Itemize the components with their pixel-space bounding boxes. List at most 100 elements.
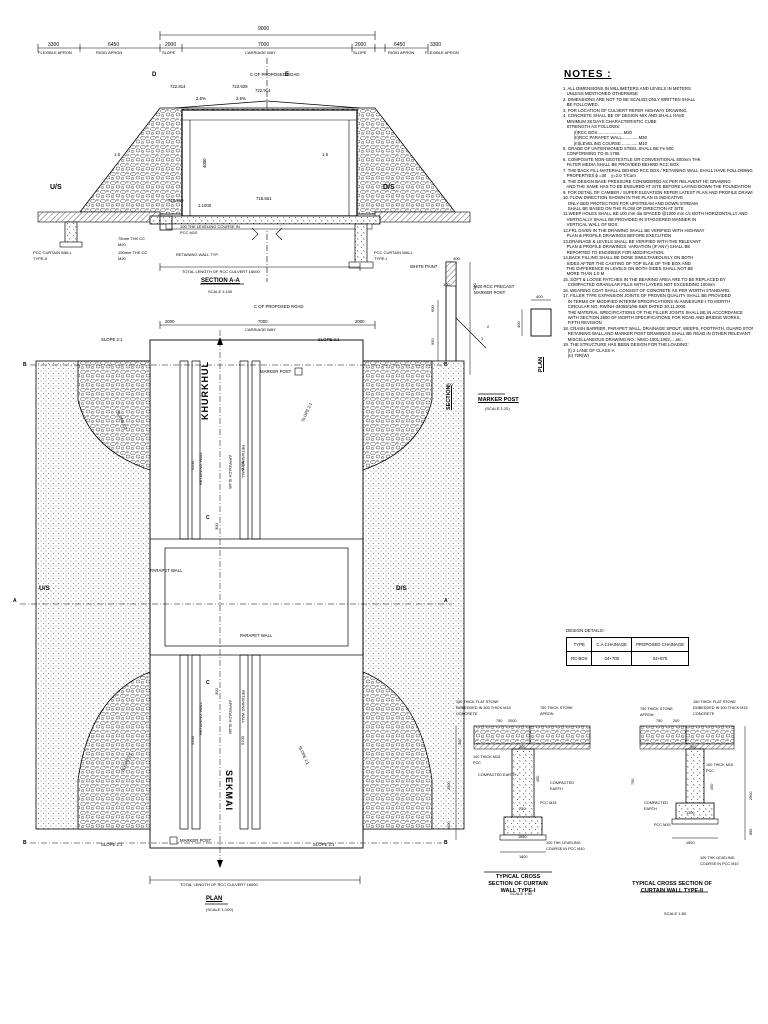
design-details-header: TYPE C.A CHAINAGE PROPOSED CHAINAGE bbox=[565, 637, 690, 652]
dim-4: 7000 bbox=[258, 42, 270, 48]
wall-dim-6: 300 bbox=[214, 688, 219, 695]
precast-marker-post: M20 RCC PRECAST MARKER POST bbox=[474, 284, 515, 295]
dd-header-ca: C.A CHAINAGE bbox=[591, 637, 633, 652]
curtain-wall-2-stem bbox=[685, 748, 705, 804]
note-line: (I)RCC BOX......................M30 bbox=[563, 129, 632, 135]
dd-header-type: TYPE bbox=[565, 637, 593, 652]
retaining-wall-bl: RETAINING WALL bbox=[198, 701, 203, 735]
note-line: 11.WEEP HOLES SHALL BE 100 mm dia SPACED… bbox=[563, 211, 748, 217]
parapet-wall-bot: PARAPET WALL bbox=[240, 633, 273, 638]
note-line: (II)RCC PARAPET WALL..............M30 bbox=[563, 135, 647, 141]
mp-plan-label: PLAN bbox=[538, 357, 544, 372]
plan-ds-label: D/S bbox=[396, 585, 407, 592]
mp-dim-5: 600 bbox=[430, 305, 435, 312]
dim-6: 6450 bbox=[394, 42, 406, 48]
note-line: 14.BACK FILLING SHALL BE DONE SIMULTANEO… bbox=[563, 255, 694, 261]
cw2-dim-8: 2500 bbox=[749, 791, 753, 800]
dim-7: 3300 bbox=[430, 42, 442, 48]
label-flexible-apron-l: FLEXIBLE APRON bbox=[38, 50, 72, 55]
note-line: STRENGTH AS FOLLOWS: bbox=[563, 124, 621, 130]
note-line: PLAN & PROFILE DRAWINGS. VARIATION (IF A… bbox=[563, 244, 691, 250]
marker-d: D bbox=[152, 72, 157, 78]
note-line: 6. COMPOSITE NON-GEOTEXTILE OR CONVENTIO… bbox=[563, 156, 701, 162]
note-line: UNLESS MENTIONED OTHERWISE bbox=[563, 91, 638, 97]
mp-slope-1: 1 bbox=[481, 336, 484, 341]
pitching-bottom-right bbox=[362, 671, 433, 830]
pitching-top-left bbox=[77, 360, 151, 471]
retaining-wall-br: RETAINING WALL bbox=[241, 690, 246, 724]
plan-marker-a-l: A bbox=[13, 598, 17, 604]
rcc-box bbox=[181, 109, 358, 217]
leveling-course: 100 THK LEVELING COURSE IN PCC M10 bbox=[180, 224, 240, 235]
cw1-dim-9: 1800 bbox=[519, 855, 528, 859]
note-line: MINIMUM 28 DAYS CHARACTERISTIC CUBE bbox=[563, 118, 657, 124]
plan-marker-post-bot: MARKER POST bbox=[180, 838, 212, 843]
design-details-table: TYPE C.A CHAINAGE PROPOSED CHAINAGE RC B… bbox=[565, 637, 690, 666]
note-line: BE FOLLOWED. bbox=[563, 102, 599, 108]
notes-title: NOTES : bbox=[564, 69, 612, 80]
cw2-pcc-label: 100 THICK M15 PCC bbox=[706, 763, 734, 773]
note-line: ONLY BED PROTECTION FOR UPSTREAM AND DOW… bbox=[563, 200, 698, 206]
label-flexible-apron-r: FLEXIBLE APRON bbox=[425, 50, 459, 55]
level-3: 722.914 bbox=[255, 88, 271, 93]
plan-slope-br: SLOPE 2:1 bbox=[313, 842, 335, 847]
cw2-stone-label: 150 THICK FLAT STONE EMBEDDED IN 300 THI… bbox=[693, 700, 748, 716]
marker-post-plan bbox=[530, 308, 552, 337]
note-line: PROPERTIES ϕ =30 γ=2.0 T/Cum bbox=[563, 173, 636, 179]
plan-marker-b-tr: B bbox=[444, 362, 448, 368]
plan-cl-road: C OF PROPOSED ROAD bbox=[254, 304, 304, 309]
note-line: 1. ALL DIMENSIONS IN MILLIMETERS AND LEV… bbox=[563, 86, 691, 91]
dd-type: RC BOX bbox=[565, 651, 593, 666]
box-base bbox=[149, 215, 381, 225]
note-line: SIDES AFTER THE CASTING OF TOP SLAB OF T… bbox=[563, 260, 691, 266]
note-line: AND THE SAME HAS TO BE ENSURED AT SITE B… bbox=[563, 184, 751, 190]
note-line: FILTER MEDIA SHALL BE PROVIDED BEHIND RC… bbox=[563, 162, 680, 168]
level-1: 722.914 bbox=[170, 84, 186, 89]
note-line: 10. FLOW DIRECTION SHOWN IN THE PLAN IS … bbox=[563, 195, 683, 201]
cw2-dim-7: 750 bbox=[631, 778, 635, 785]
plan-marker-a-r: A bbox=[444, 598, 448, 604]
note-line: 19. THE STRUCTURE HAS BEEN DESIGN FOR TH… bbox=[563, 342, 689, 348]
design-details-title: DESIGN DETAILS:- bbox=[566, 628, 606, 633]
note-line: 15. SOFT & LOOSE PATCHES IN THE BEARING … bbox=[563, 276, 726, 282]
label-rigid-apron-r: RIGID APRON bbox=[388, 50, 415, 55]
cw1-pcc-m15: PCC M15 bbox=[540, 801, 557, 805]
cw2-title: TYPICAL CROSS SECTION OF CURTAIN WALL TY… bbox=[632, 881, 712, 894]
note-line: RETAINING WALL AND MARKER POST DRAWINGS … bbox=[563, 331, 751, 337]
curtain-wall-right bbox=[354, 223, 368, 265]
cw1-stone-label: 150 THICK FLAT STONE EMBEDDED IN 300 THI… bbox=[456, 700, 511, 716]
note-line: 8. THE DESIGN BASE PRESSURE CONSIDERED A… bbox=[563, 178, 731, 184]
marker-post-scale: (SCALE 1:20) bbox=[485, 406, 510, 411]
cw1-title: TYPICAL CROSS SECTION OF CURTAIN WALL TY… bbox=[488, 874, 548, 894]
section-a-a bbox=[37, 31, 471, 285]
level-4: 718.569 bbox=[168, 198, 184, 203]
camber-right: 2.5% bbox=[236, 96, 246, 101]
us-label-section: U/S bbox=[50, 184, 62, 191]
cw2-dim-3: 300 bbox=[690, 745, 697, 749]
bedding-75: 75mm THK CC M20 bbox=[118, 236, 146, 247]
cw1-dim-1: 750 bbox=[496, 719, 503, 723]
note-line: 4. CONCRETE SHALL BE OF DESIGN MIX AND S… bbox=[563, 113, 685, 119]
note-line: MISCELLANEOUS DRAWING NO.: MISC-1001,100… bbox=[563, 336, 683, 342]
parapet-wall-top: PARAPET WALL bbox=[150, 568, 183, 573]
curtain-wall-type-1 bbox=[455, 725, 591, 873]
plan-view bbox=[20, 321, 465, 905]
slope-left: 1.5 bbox=[114, 152, 120, 157]
note-line: VERTICAL WALL OF BOX. bbox=[563, 222, 619, 228]
dim-3: 2000 bbox=[165, 42, 177, 48]
notes-list: 1. ALL DIMENSIONS IN MILLIMETERS AND LEV… bbox=[563, 86, 753, 359]
cl-proposed-road: C OF PROPOSED ROAD bbox=[250, 72, 300, 77]
note-line: FIFTH REVISION bbox=[563, 320, 602, 326]
mp-dim-4: 950 bbox=[430, 338, 435, 345]
note-line: (I) 2 LANE OF CLASS-A bbox=[563, 347, 615, 353]
pitching-top-right bbox=[362, 360, 433, 471]
wall-dim-4: 5200 bbox=[240, 736, 245, 745]
plan-dim-1: 2000 bbox=[165, 319, 175, 324]
marker-post-title: MARKER POST bbox=[478, 397, 519, 403]
ds-label-section: D/S bbox=[383, 184, 395, 191]
box-fill: 1.1000 bbox=[198, 203, 212, 208]
cw2-dim-2: 750 bbox=[656, 719, 663, 723]
plan-dim-3: 2000 bbox=[355, 319, 365, 324]
cw2-pcc-m15: PCC M15 bbox=[654, 823, 671, 827]
wall-dim-1: 5200 bbox=[190, 461, 195, 470]
